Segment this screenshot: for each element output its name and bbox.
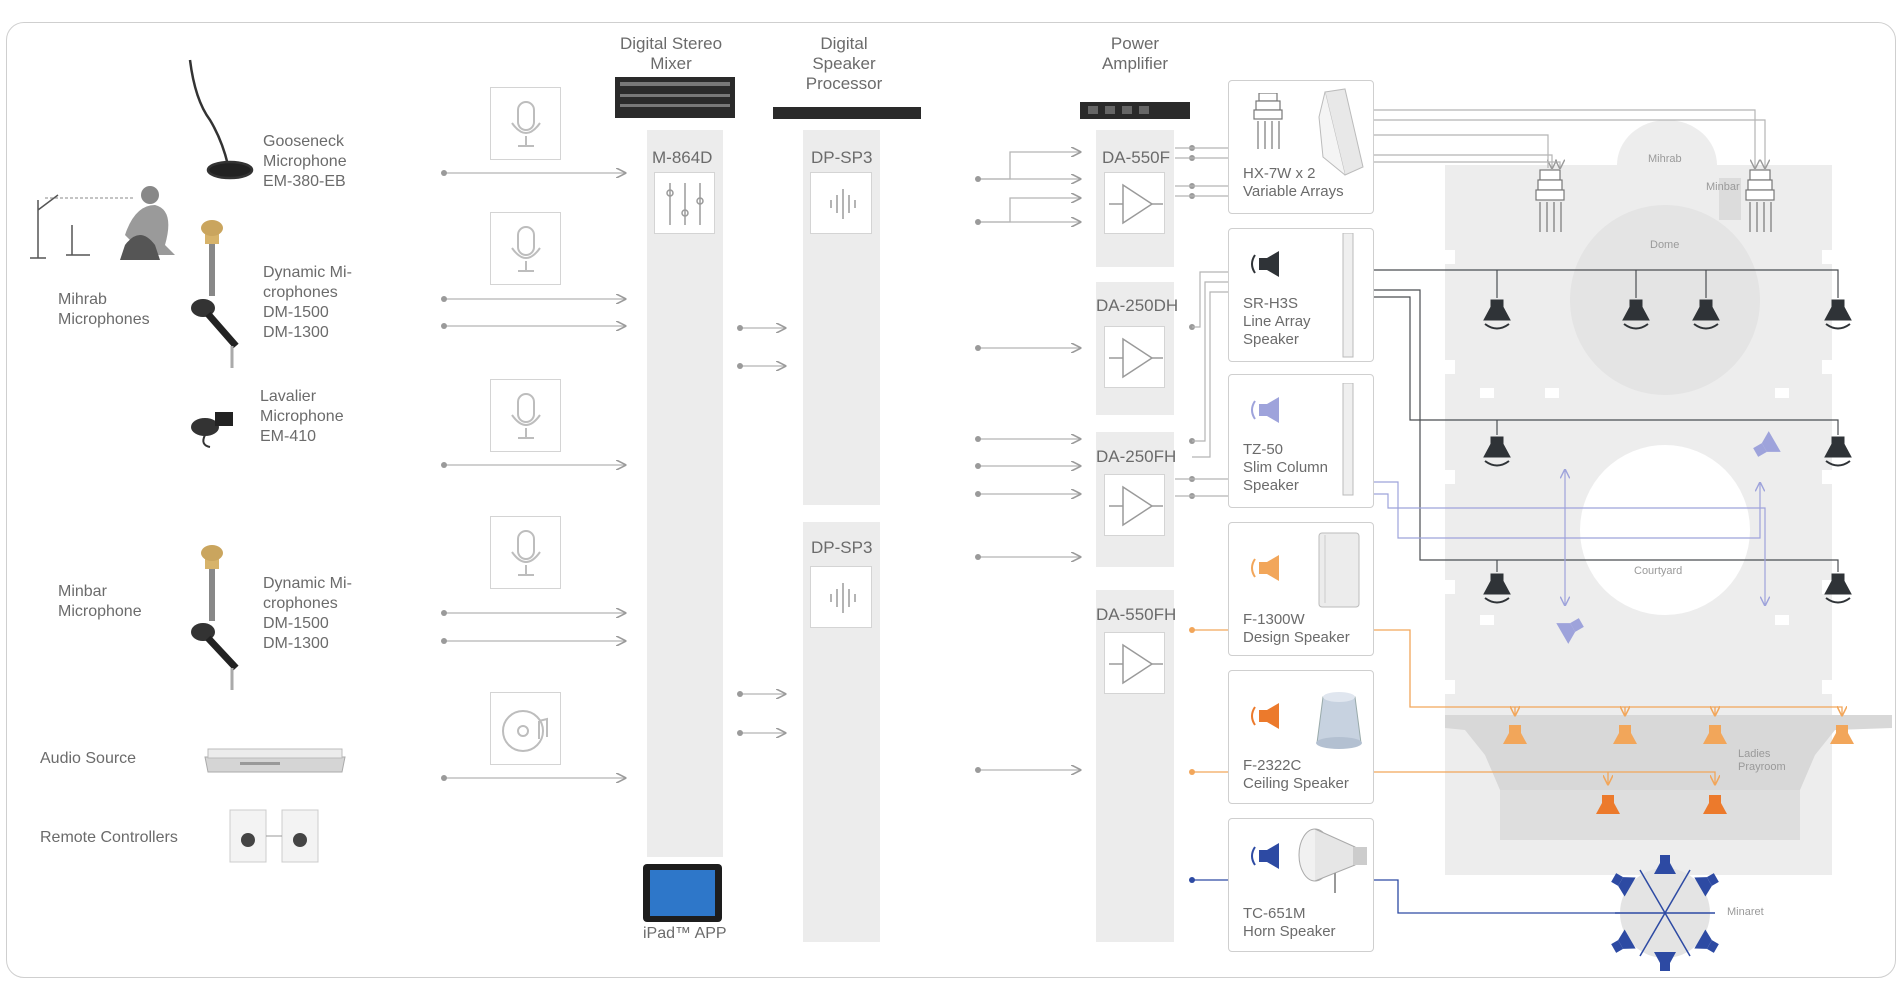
- floor-plan: [1445, 120, 1892, 958]
- microphone-icon: [511, 226, 541, 272]
- gooseneck-microphone-label: Gooseneck Microphone EM-380-EB: [263, 133, 347, 190]
- amp-4-model-label: DA-550FH: [1096, 605, 1177, 624]
- dynamic-microphones-minbar-label: Dynamic Mi- crophones DM-1500 DM-1300: [263, 575, 352, 652]
- mixer-fader-icon: [654, 172, 715, 234]
- minbar-microphone-label: Minbar Microphone: [58, 583, 142, 620]
- mixer-model-label: M-864D: [652, 148, 713, 167]
- mic-input-tile-1: [490, 87, 561, 160]
- hx-array-icons: [1535, 169, 1775, 232]
- amp-1-model-label: DA-550F: [1102, 148, 1171, 167]
- amp-1-amplifier-icon: [1104, 172, 1165, 234]
- speaker-label-f1300w: F-1300W Design Speaker: [1243, 611, 1350, 646]
- blue-horn-speaker-icon: [1251, 843, 1279, 869]
- amplifier-header: Power Amplifier: [1101, 34, 1169, 73]
- dynamic-microphones-mihrab-label: Dynamic Mi- crophones DM-1500 DM-1300: [263, 264, 352, 341]
- floor-label-minbar: Minbar: [1706, 181, 1740, 193]
- microphone-icon: [511, 101, 541, 147]
- speaker-label-hx7w: HX-7W x 2 Variable Arrays: [1243, 165, 1344, 200]
- microphone-icon: [511, 393, 541, 439]
- remote-controllers-image: [229, 809, 319, 863]
- mixer-hardware-image: [615, 77, 735, 118]
- music-input-tile: [490, 692, 561, 765]
- dark-speaker-icon: [1251, 251, 1279, 277]
- floor-label-ladies-prayroom: Ladies Prayroom: [1738, 748, 1786, 773]
- floor-label-minaret: Minaret: [1727, 906, 1764, 918]
- speaker-label-tz50: TZ-50 Slim Column Speaker: [1243, 441, 1329, 494]
- speaker-label-tc651m: TC-651M Horn Speaker: [1243, 905, 1336, 940]
- tz50-speaker-image: [1342, 383, 1354, 496]
- mihrab-figure-image: [30, 186, 175, 260]
- lavalier-microphone-image: [191, 412, 233, 448]
- processor-1-waveform-icon: [810, 172, 872, 234]
- orange-speaker-icons: [1503, 725, 1854, 814]
- speaker-card-hx7w: HX-7W x 2 Variable Arrays: [1228, 80, 1374, 214]
- speaker-label-f2322c: F-2322C Ceiling Speaker: [1243, 757, 1349, 792]
- speaker-card-srh3s: SR-H3S Line Array Speaker: [1228, 228, 1374, 362]
- speaker-label-srh3s: SR-H3S Line Array Speaker: [1243, 295, 1311, 348]
- ipad-app-label: iPad™ APP: [643, 925, 727, 942]
- music-disc-icon: [502, 710, 548, 752]
- srh3s-speaker-image: [1342, 233, 1354, 358]
- gooseneck-microphone-image: [188, 59, 254, 180]
- speaker-card-f1300w: F-1300W Design Speaker: [1228, 522, 1374, 656]
- floor-label-dome: Dome: [1650, 239, 1680, 251]
- dark-speaker-icons: [1483, 299, 1852, 604]
- amp-2-model-label: DA-250DH: [1096, 296, 1179, 315]
- speaker-card-tz50: TZ-50 Slim Column Speaker: [1228, 374, 1374, 508]
- mic-input-tile-4: [490, 516, 561, 589]
- mic-input-tile-2: [490, 212, 561, 285]
- lavender-speaker-icons: [1556, 431, 1781, 644]
- dynamic-microphones-mihrab-image: [191, 220, 239, 368]
- mixer-column: [647, 130, 723, 857]
- line-array-icon: [1253, 93, 1283, 149]
- audio-source-label: Audio Source: [40, 750, 137, 767]
- diagram-frame: [6, 22, 1896, 978]
- amp-3-model-label: DA-250FH: [1096, 447, 1177, 466]
- remote-controllers-label: Remote Controllers: [40, 829, 178, 846]
- lavender-speaker-icon: [1251, 397, 1279, 423]
- audio-source-device-image: [204, 748, 346, 773]
- orange-speaker-icon: [1251, 555, 1279, 581]
- ipad-image: [643, 864, 722, 922]
- floor-label-courtyard: Courtyard: [1634, 565, 1683, 577]
- orange-speaker-icon: [1251, 703, 1279, 729]
- mic-input-tile-3: [490, 379, 561, 452]
- speaker-card-tc651m: TC-651M Horn Speaker: [1228, 818, 1374, 952]
- lavalier-microphone-label: Lavalier Microphone EM-410: [260, 388, 344, 445]
- hx7w-speaker-image: [1318, 88, 1364, 176]
- tc651m-horn-image: [1298, 828, 1367, 893]
- mihrab-microphones-label: Mihrab Microphones: [58, 291, 150, 328]
- processor-2-waveform-icon: [810, 566, 872, 628]
- processor-2-model-label: DP-SP3: [811, 538, 873, 557]
- speaker-card-f2322c: F-2322C Ceiling Speaker: [1228, 670, 1374, 804]
- floor-label-mihrab: Mihrab: [1648, 153, 1682, 165]
- processor-1-model-label: DP-SP3: [811, 148, 873, 167]
- dynamic-microphones-minbar-image: [191, 545, 239, 690]
- processor-header: Digital Speaker Processor: [805, 34, 883, 93]
- amp-4-amplifier-icon: [1104, 632, 1165, 694]
- f2322c-speaker-image: [1316, 692, 1362, 749]
- minaret-horn-icons: [1611, 855, 1719, 971]
- processor-hardware-image: [773, 107, 921, 119]
- f1300w-speaker-image: [1318, 532, 1360, 608]
- microphone-icon: [511, 530, 541, 576]
- amplifier-hardware-image: [1080, 102, 1190, 119]
- mixer-header: Digital Stereo Mixer: [619, 34, 723, 73]
- amp-2-amplifier-icon: [1104, 326, 1165, 388]
- amp-3-amplifier-icon: [1104, 474, 1165, 536]
